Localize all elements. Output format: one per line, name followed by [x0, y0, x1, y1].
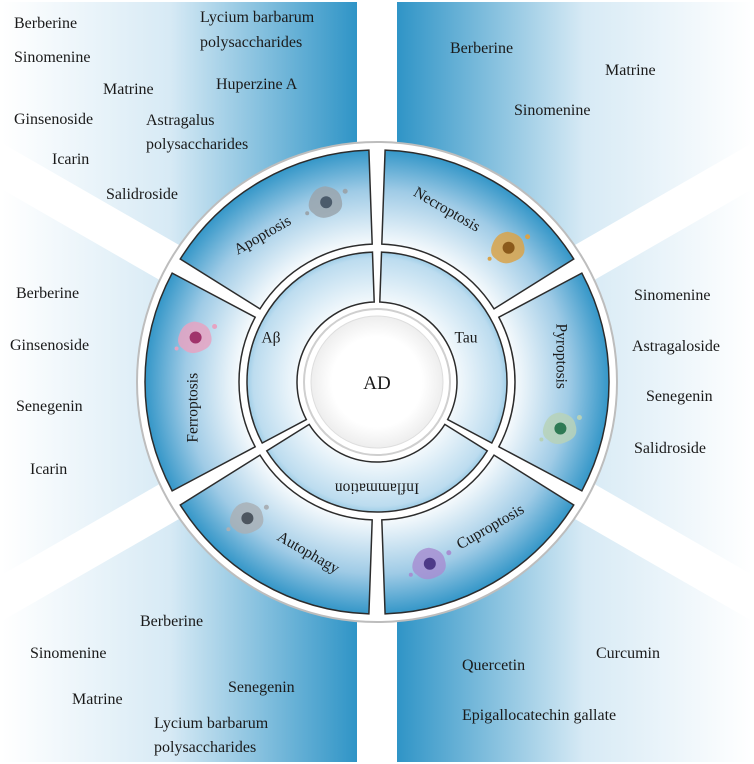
- segment-ferroptosis: [144, 272, 257, 492]
- death-mode-icons: [174, 186, 582, 580]
- compound-label: Astragaloside: [632, 338, 720, 355]
- inner-label-tau: Tau: [454, 330, 477, 347]
- compound-label: Matrine: [72, 691, 123, 708]
- center-label-ad: AD: [363, 373, 390, 394]
- compound-label: Matrine: [103, 81, 154, 98]
- compound-label: Salidroside: [634, 440, 706, 457]
- compounds-bottom-right: Quercetin Curcumin Epigallocatechin gall…: [462, 645, 660, 724]
- compound-label: Sinomenine: [634, 287, 710, 304]
- compounds-left: Berberine Ginsenoside Senegenin Icarin: [10, 285, 89, 478]
- compound-label: Sinomenine: [514, 102, 590, 119]
- compounds-bottom-left: Berberine Sinomenine Senegenin Matrine L…: [30, 613, 295, 756]
- compound-label: Quercetin: [462, 657, 525, 674]
- inner-label-abeta: Aβ: [261, 330, 280, 347]
- necroptotic-cell-icon: [487, 231, 531, 264]
- compound-label: Lycium barbarum: [200, 9, 315, 26]
- compounds-top-right: Berberine Matrine Sinomenine: [450, 40, 656, 119]
- compound-label: Ginsenoside: [14, 111, 93, 128]
- label-ferroptosis: Ferroptosis: [184, 373, 201, 443]
- cuproptotic-cell-icon: [408, 547, 452, 580]
- inner-segment-abeta: [246, 251, 375, 445]
- pyroptotic-cell-icon: [539, 412, 582, 445]
- compound-label: Senegenin: [16, 398, 83, 415]
- segment-necroptosis: [381, 149, 575, 310]
- center-inner-circle: [310, 315, 444, 449]
- compound-label: Sinomenine: [30, 645, 106, 662]
- compound-label: Berberine: [140, 613, 203, 630]
- compound-label: Senegenin: [646, 388, 713, 405]
- autophagic-cell-icon: [226, 502, 269, 534]
- compound-label: polysaccharides: [146, 136, 248, 153]
- segment-autophagy: [179, 454, 373, 615]
- compound-label: Berberine: [14, 15, 77, 32]
- segment-pyroptosis: [497, 272, 610, 492]
- compound-label: Ginsenoside: [10, 337, 89, 354]
- compound-label: Lycium barbarum: [154, 715, 269, 732]
- inner-segment-inflammation: [265, 423, 489, 513]
- compound-label: Berberine: [450, 40, 513, 57]
- compound-label: Salidroside: [106, 186, 178, 203]
- compound-label: Curcumin: [596, 645, 660, 662]
- ferroptotic-cell-icon: [174, 321, 218, 354]
- compound-label: polysaccharides: [154, 739, 256, 756]
- compounds-top-left: Berberine Sinomenine Lycium barbarum pol…: [14, 9, 315, 203]
- compound-label: Icarin: [52, 151, 89, 168]
- compounds-right: Sinomenine Astragaloside Senegenin Salid…: [632, 287, 720, 457]
- inner-segment-tau: [379, 251, 508, 445]
- apoptotic-cell-icon: [305, 186, 348, 218]
- compound-label: Berberine: [16, 285, 79, 302]
- label-pyroptosis: Pyroptosis: [553, 324, 570, 389]
- compound-label: Huperzine A: [216, 76, 298, 93]
- compound-label: Matrine: [605, 62, 656, 79]
- compound-label: Icarin: [30, 461, 67, 478]
- compound-label: Sinomenine: [14, 49, 90, 66]
- inner-label-inflammation: Inflammation: [335, 479, 420, 496]
- compound-label: Senegenin: [228, 679, 295, 696]
- compound-label: Astragalus: [146, 112, 214, 129]
- inner-ring: [246, 251, 508, 513]
- compound-label: polysaccharides: [200, 34, 302, 51]
- compound-label: Epigallocatechin gallate: [462, 707, 616, 724]
